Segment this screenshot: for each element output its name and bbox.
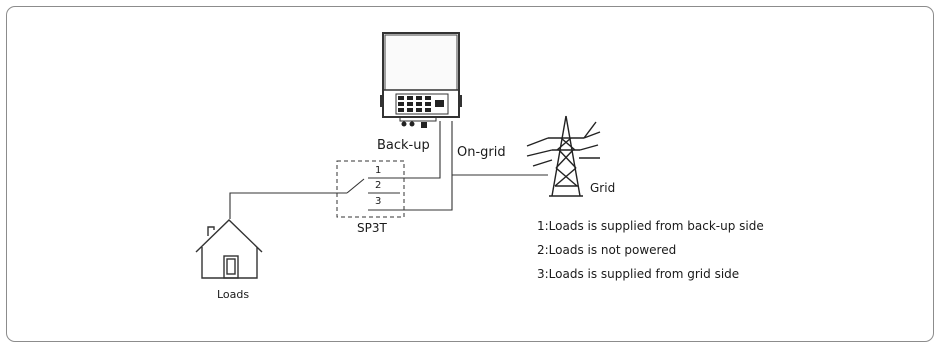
legend-item: 2:Loads is not powered [537, 243, 677, 257]
sp3t-label: SP3T [357, 221, 387, 235]
legend-item: 1:Loads is supplied from back-up side [537, 219, 764, 233]
loads-label: Loads [217, 288, 250, 301]
inverter-icon [380, 32, 462, 128]
grid-label: Grid [590, 181, 616, 195]
switch-position-3: 3 [375, 196, 382, 207]
ongrid-label: On-grid [457, 145, 506, 160]
legend-item: 3:Loads is supplied from grid side [537, 267, 740, 281]
legend: 1:Loads is supplied from back-up side 2:… [537, 219, 764, 291]
wires [229, 121, 548, 219]
house-icon [195, 219, 263, 279]
backup-label: Back-up [377, 138, 430, 153]
switch-position-1: 1 [375, 165, 382, 176]
switch-position-2: 2 [375, 180, 382, 191]
power-tower-icon [526, 115, 601, 197]
diagram-frame [6, 6, 934, 342]
sp3t-switch-box [336, 160, 405, 218]
